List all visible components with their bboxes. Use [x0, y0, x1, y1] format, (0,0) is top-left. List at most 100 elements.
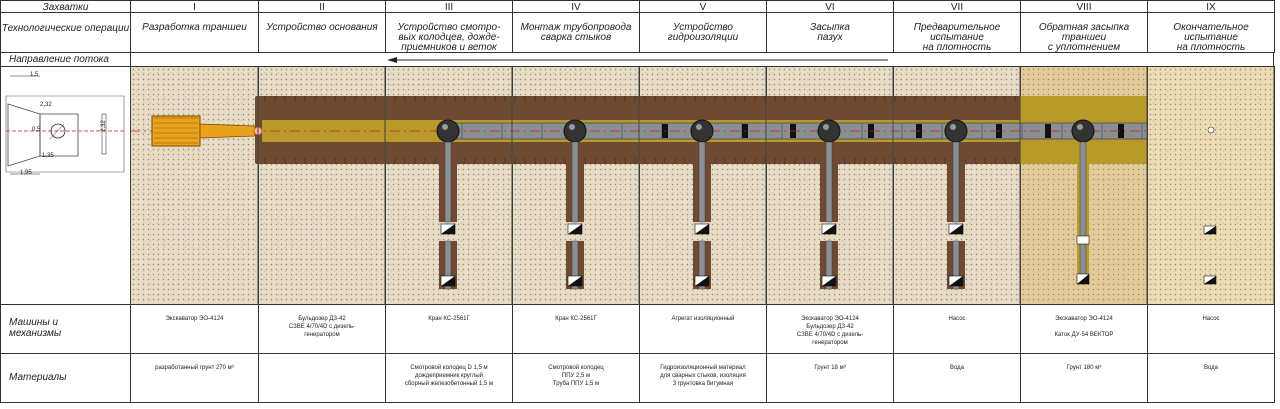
pipe-diagonal	[49, 123, 65, 140]
branch-pipe	[571, 141, 579, 223]
storm-inlet-mark	[568, 276, 582, 286]
dim-label-6: 2,32	[100, 120, 107, 132]
storm-inlet-mark	[822, 224, 836, 234]
operation-cell: Устройство смотро- вых колодцев, дожде- …	[385, 12, 513, 53]
inlet-pipe	[444, 240, 452, 290]
machines-text: Экскаватор ЭО-4124 Бульдозер ДЗ-42 СЗВЕ …	[796, 316, 864, 346]
manhole-highlight	[950, 124, 956, 130]
final-manhole-marker	[1207, 126, 1215, 134]
materials-text: Грунт 18 м³	[814, 365, 846, 371]
inlet-pipe	[571, 240, 579, 290]
materials-cell: разработанный грунт 270 м³	[130, 353, 259, 403]
storm-inlet-mark	[695, 276, 709, 286]
materials-text: разработанный грунт 270 м³	[155, 365, 234, 371]
operation-cell: Предварительное испытание на плотность	[893, 12, 1021, 53]
materials-text: Вода	[949, 365, 965, 371]
dim-label-4: 1,35	[42, 153, 54, 159]
flow-header-cell: Направление потока	[0, 52, 131, 67]
operation-cell: Разработка траншеи	[130, 12, 259, 53]
section-outline	[5, 95, 125, 173]
materials-cell	[258, 353, 386, 403]
storm-inlet-mark	[441, 276, 455, 286]
storm-inlet-mark	[1077, 274, 1089, 284]
dim-label-1: 1,5	[30, 72, 39, 78]
operation-cell: Устройство гидроизоляции	[639, 12, 767, 53]
materials-cell: Грунт 18 м³	[766, 353, 894, 403]
machines-cell: Агрегат изоляционный	[639, 304, 767, 354]
storm-inlet-mark	[949, 224, 963, 234]
final-inlet-mark	[1204, 226, 1216, 234]
machines-cell: Экскаватор ЭО-4124 Бульдозер ДЗ-42 СЗВЕ …	[766, 304, 894, 354]
excavator-boom	[199, 123, 256, 139]
manhole	[1071, 119, 1095, 143]
machines-text: Агрегат изоляционный	[671, 316, 735, 322]
materials-cell: Вода	[1147, 353, 1275, 403]
inlet-pipe	[825, 240, 833, 290]
machines-text: Насос	[1202, 316, 1220, 322]
materials-cell: Вода	[893, 353, 1021, 403]
storm-inlet-mark	[568, 224, 582, 234]
manhole-highlight	[569, 124, 575, 130]
trench-bottom	[39, 113, 79, 157]
flow-header: Направление потока	[9, 54, 109, 65]
machines-text: Кран КС-2561Г	[428, 316, 470, 322]
storm-inlet-mark	[822, 276, 836, 286]
machines-cell: Насос	[893, 304, 1021, 354]
trench-plan-view	[130, 66, 1274, 305]
stage-number: VII	[950, 2, 964, 13]
materials-text: Гидроизоляционный материал для сварных с…	[660, 365, 746, 387]
branch-pipe	[825, 141, 833, 223]
manhole	[690, 119, 714, 143]
stage-number: III	[444, 2, 454, 13]
storm-inlet	[1076, 235, 1090, 245]
manhole-highlight	[823, 124, 829, 130]
operation-cell: Устройство основания	[258, 12, 386, 53]
stage-number: VIII	[1076, 2, 1092, 13]
joint-insulation	[1118, 124, 1124, 138]
inlet-pipe	[698, 240, 706, 290]
materials-text	[259, 354, 385, 364]
operations-header: Технологические операции	[1, 23, 130, 34]
operation-label: Обратная засыпка траншеи с уплотнением	[1038, 22, 1130, 53]
final-inlet-mark	[1204, 276, 1216, 284]
operation-cell: Монтаж трубопровода сварка стыков	[512, 12, 640, 53]
manhole	[436, 119, 460, 143]
stage-number: IV	[571, 2, 581, 13]
operation-cell: Обратная засыпка траншеи с уплотнением	[1020, 12, 1148, 53]
operation-label: Устройство смотро- вых колодцев, дожде- …	[397, 22, 501, 53]
machines-cell: Кран КС-2561Г	[512, 304, 640, 354]
manhole	[944, 119, 968, 143]
branch-pipe	[1079, 141, 1087, 283]
materials-cell: Грунт 180 м³	[1020, 353, 1148, 403]
operation-label: Устройство гидроизоляции	[667, 22, 739, 43]
operation-label: Окончательное испытание на плотность	[1173, 22, 1249, 53]
materials-header-cell: Материалы	[0, 353, 131, 403]
dim-label-2: 2,32	[40, 102, 52, 108]
machines-cell: Бульдозер ДЗ-42 СЗВЕ 4/70/4D с дизель- г…	[258, 304, 386, 354]
stage-number: IX	[1206, 2, 1216, 13]
machines-text: Кран КС-2561Г	[555, 316, 597, 322]
operations-header-cell: Технологические операции	[0, 12, 131, 53]
manhole	[563, 119, 587, 143]
machines-text: Экскаватор ЭО-4124	[165, 316, 224, 322]
joint-insulation	[1045, 124, 1051, 138]
dim-label-3: 0,5	[32, 127, 41, 133]
dim-label-5: 1,95	[20, 170, 32, 176]
stage-number: VI	[825, 2, 835, 13]
materials-text: Вода	[1203, 365, 1219, 371]
manhole	[817, 119, 841, 143]
machines-cell: Экскаватор ЭО-4124	[130, 304, 259, 354]
inlet-pipe	[952, 240, 960, 290]
trench-cross-section	[5, 75, 125, 175]
machines-header: Машины и механизмы	[9, 317, 62, 339]
manhole-highlight	[696, 124, 702, 130]
machines-text: Экскаватор ЭО-4124 Каток ДУ-54 ВЕКТОР	[1054, 316, 1114, 338]
flow-arrow	[387, 57, 888, 63]
materials-header: Материалы	[9, 372, 67, 383]
branch-pipe	[444, 141, 452, 223]
machines-cell: Насос	[1147, 304, 1275, 354]
excavator-body	[151, 115, 201, 147]
manhole-highlight	[1077, 124, 1083, 130]
operation-label: Разработка траншеи	[142, 22, 247, 33]
